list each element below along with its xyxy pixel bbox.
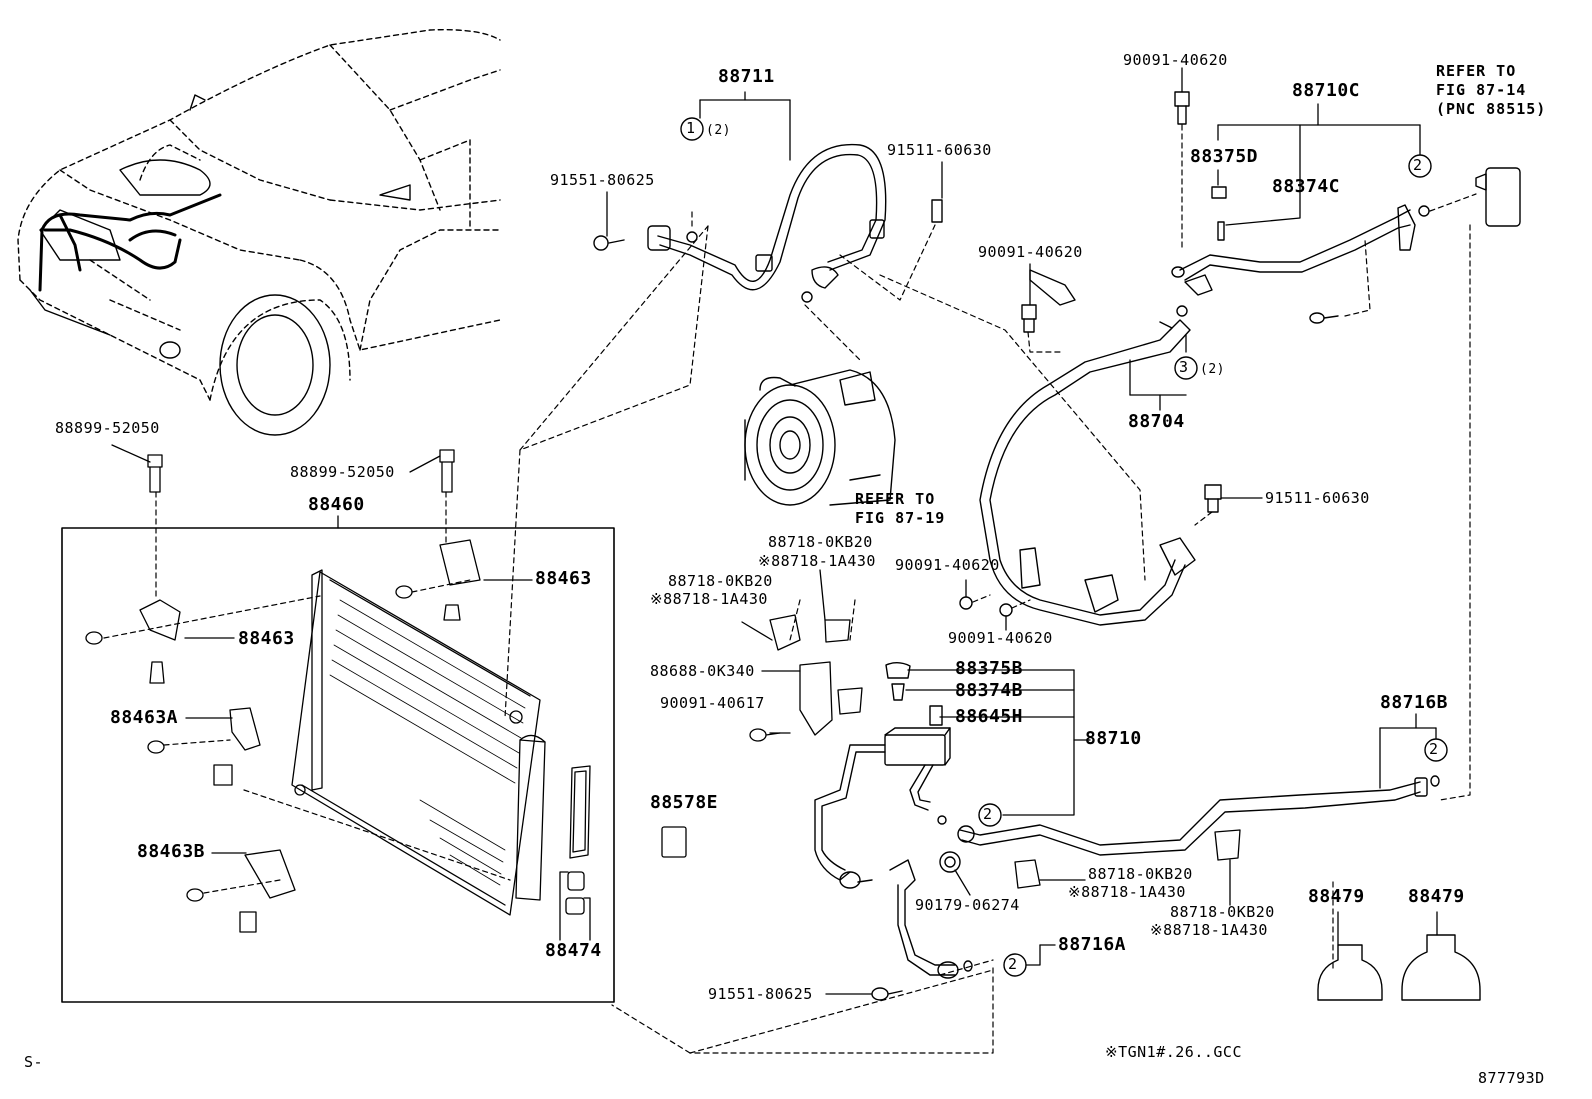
callout-circles — [680, 117, 1448, 977]
label-90091-40620-top: 90091-40620 — [1123, 51, 1228, 69]
callout-2-number-a: 2 — [1413, 156, 1423, 174]
label-88374B: 88374B — [955, 680, 1024, 701]
label-88718-0KB20-a: 88718-0KB20 — [668, 572, 773, 590]
receiver-dryer — [565, 765, 591, 915]
label-88463B: 88463B — [137, 841, 206, 862]
label-88463-a: 88463 — [535, 568, 592, 589]
label-88716A: 88716A — [1058, 934, 1127, 955]
callout-2-number-c: 2 — [1429, 740, 1439, 758]
label-90091-40617: 90091-40617 — [660, 694, 765, 712]
figure-code: 877793D — [1478, 1069, 1545, 1087]
label-88718-0KB20-b: 88718-0KB20 — [768, 533, 873, 551]
vehicle-illustration — [17, 29, 501, 401]
reference-fig-87-19: REFER TO FIG 87-19 — [855, 490, 946, 527]
condenser-dashed-leaders — [103, 225, 994, 1054]
model-footnote: ※TGN1#.26..GCC — [1105, 1043, 1242, 1061]
label-88899-52050-a: 88899-52050 — [55, 419, 160, 437]
label-90091-40620-d: 90091-40620 — [948, 629, 1053, 647]
suction-hose-88704 — [959, 269, 1222, 626]
liquid-hose-88716b — [957, 775, 1440, 856]
top-dashed-leaders — [519, 211, 1146, 581]
callout-2-number-d: 2 — [1008, 955, 1018, 973]
label-90091-40620-c: 90091-40620 — [895, 556, 1000, 574]
corner-mark: S- — [24, 1053, 44, 1071]
liquid-pipe-88716a — [871, 851, 973, 1001]
label-90179-06274: 90179-06274 — [915, 896, 1020, 914]
callout-2-number-b: 2 — [983, 805, 993, 823]
label-88375B: 88375B — [955, 658, 1024, 679]
label-88463-b: 88463 — [238, 628, 295, 649]
label-91551-80625-top: 91551-80625 — [550, 171, 655, 189]
compressor-oil-bottles — [1317, 934, 1481, 1001]
solid-leaders — [111, 67, 1438, 995]
condenser-core — [291, 569, 546, 916]
label-88710C: 88710C — [1292, 80, 1361, 101]
label-88718-1A430-a: ※88718-1A430 — [650, 590, 768, 608]
label-88711-qty: (2) — [706, 123, 731, 138]
label-91511-60630-right: 91511-60630 — [1265, 489, 1370, 507]
compressor-illustration — [744, 369, 896, 506]
label-88463A: 88463A — [110, 707, 179, 728]
callout-1-number: 1 — [686, 119, 696, 137]
reference-fig-87-14: REFER TO FIG 87-14 (PNC 88515) — [1436, 62, 1547, 118]
liquid-line-88710 — [814, 662, 951, 889]
label-88718-1A430-d: ※88718-1A430 — [1150, 921, 1268, 939]
label-88718-0KB20-c: 88718-0KB20 — [1088, 865, 1193, 883]
label-88375D: 88375D — [1190, 146, 1259, 167]
label-88718-1A430-b: ※88718-1A430 — [758, 552, 876, 570]
label-88688-0K340: 88688-0K340 — [650, 662, 755, 680]
label-88716B: 88716B — [1380, 692, 1449, 713]
label-88704: 88704 — [1128, 411, 1185, 432]
right-dashed-leaders — [972, 124, 1477, 801]
label-88474: 88474 — [545, 940, 602, 961]
suction-pipe-88710c — [1171, 91, 1521, 324]
label-88479-b: 88479 — [1408, 886, 1465, 907]
clip-dashed-leaders — [689, 599, 1334, 1054]
label-88711: 88711 — [718, 66, 775, 87]
discharge-hose-88711 — [593, 143, 943, 303]
callout-3-number: 3 — [1179, 358, 1189, 376]
label-91551-80625-bottom: 91551-80625 — [708, 985, 813, 1003]
label-88704-qty: (2) — [1200, 362, 1225, 377]
label-88479-a: 88479 — [1308, 886, 1365, 907]
label-88710: 88710 — [1085, 728, 1142, 749]
label-88899-52050-b: 88899-52050 — [290, 463, 395, 481]
bracket-clips — [661, 614, 1241, 889]
label-88460: 88460 — [308, 494, 365, 515]
label-88718-0KB20-d: 88718-0KB20 — [1170, 903, 1275, 921]
label-88374C: 88374C — [1272, 176, 1341, 197]
vehicle-solid-lines — [29, 94, 411, 436]
label-88718-1A430-c: ※88718-1A430 — [1068, 883, 1186, 901]
label-90091-40620-mid: 90091-40620 — [978, 243, 1083, 261]
vehicle-ac-piping-highlight — [38, 193, 222, 292]
label-91511-60630-top: 91511-60630 — [887, 141, 992, 159]
label-88645H: 88645H — [955, 706, 1024, 727]
label-88578E: 88578E — [650, 792, 719, 813]
